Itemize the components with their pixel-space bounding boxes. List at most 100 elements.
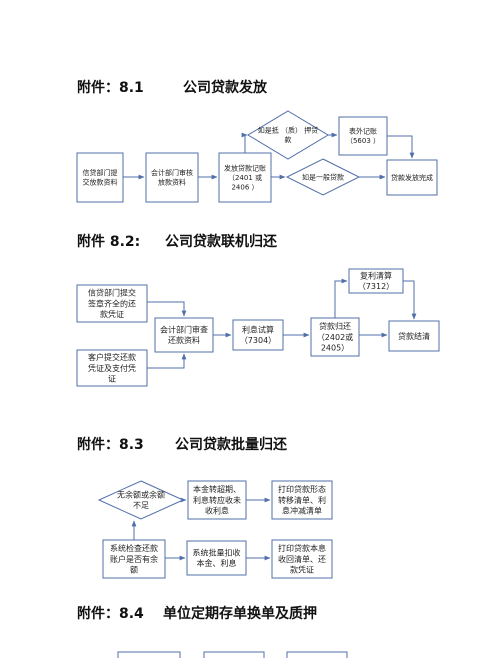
box-text-line: 额	[130, 565, 138, 575]
box-text-line: 贷款归还	[319, 321, 351, 331]
box-text-line: 利息试算	[242, 324, 274, 334]
box-text-line: 本金、利息	[197, 558, 237, 568]
box-shape	[388, 320, 440, 352]
box-text-line: （7312）	[358, 282, 394, 291]
box-text-line: 贷款结清	[398, 331, 430, 341]
box-text-line: 系统批量扣收	[193, 547, 241, 557]
flow-box-1-n6: 复利清算 （7312）	[348, 268, 404, 294]
box-shape	[76, 284, 148, 323]
box-text-line: 账户是否有余	[110, 554, 158, 564]
box-text-line: 复利清算	[360, 270, 392, 280]
box-shape	[271, 480, 333, 520]
section-title: 公司贷款联机归还	[165, 234, 277, 250]
section-heading-8-3: 附件：8.3 公司贷款批量归还	[77, 434, 287, 454]
box-text-line: （7304）	[240, 336, 276, 345]
box-text-line: 收回清单、还	[278, 554, 326, 564]
box-text-line: 系统检查还款	[110, 543, 158, 553]
decision-shape	[97, 480, 185, 520]
box-shape	[187, 480, 247, 520]
partial-box	[203, 651, 265, 658]
box-text-line: 表外记账	[349, 127, 377, 136]
box-text-line: 2405）	[321, 344, 349, 353]
box-text-line: （5603 ）	[346, 137, 380, 145]
flow-box-0-n5: 贷款发放完成	[386, 159, 438, 196]
box-text-line: 款凭证	[100, 309, 124, 319]
box-text-line: 发放贷款记账	[224, 164, 266, 173]
section-title: 公司贷款发放	[183, 80, 267, 96]
box-text-line: 凭证及支付凭	[88, 363, 136, 373]
box-text-line: 签章齐全的还	[88, 298, 136, 308]
decision-text-line: 如是抵 （质） 押贷	[258, 126, 318, 135]
box-shape	[348, 268, 404, 294]
box-text-line: 打印贷款本息	[278, 543, 326, 553]
flow-arrow	[403, 280, 417, 320]
box-text-line: 会计部门审查	[160, 324, 208, 334]
section-title: 单位定期存单换单及质押	[163, 606, 317, 622]
box-shape	[232, 319, 284, 351]
decision-text-line: 无余额或余额	[117, 489, 165, 499]
box-text-line: 2406 ）	[231, 183, 258, 191]
box-shape	[145, 152, 199, 203]
box-text-line: 收利息	[205, 506, 229, 516]
box-text-line: 息冲减清单	[282, 506, 322, 516]
decision-text-line: 如是一般贷款	[302, 172, 344, 181]
box-text-line: 利息转应收未	[193, 495, 241, 505]
section-label: 附件 8.2:	[77, 234, 141, 250]
box-shape	[117, 651, 181, 658]
section-heading-8-1: 附件：8.1 公司贷款发放	[77, 77, 267, 97]
flow-arrow	[147, 301, 187, 317]
box-text-line: 信贷部门提交	[88, 288, 136, 298]
box-shape	[218, 152, 272, 203]
box-shape	[102, 539, 166, 579]
flow-box-3-n1: 客户提交	[117, 651, 181, 658]
box-shape	[338, 116, 388, 156]
flow-box-0-n4: 表外记账（5603 ）	[338, 116, 388, 156]
box-shape	[310, 317, 360, 357]
box-shape	[386, 159, 438, 196]
flow-arrow	[147, 353, 187, 369]
box-text-line: （2402或	[317, 332, 353, 342]
box-text-line: 证	[108, 375, 116, 384]
box-shape	[271, 539, 333, 579]
box-text-line: 交放款资料	[83, 178, 118, 187]
section-heading-8-2: 附件 8.2: 公司贷款联机归还	[77, 231, 277, 251]
flow-decision-0-d2: 如是一般贷款	[285, 158, 361, 196]
box-text-line: （2401 或	[228, 173, 262, 182]
box-shape	[76, 349, 148, 387]
flow-arrow	[241, 132, 248, 153]
decision-text-line: 不足	[133, 501, 149, 510]
section-title: 公司贷款批量归还	[175, 437, 287, 453]
box-text-line: 客户提交还款	[88, 352, 136, 362]
box-text-line: 本金转超期、	[193, 484, 241, 494]
decision-shape	[247, 110, 329, 160]
box-text-line: 还款资料	[168, 335, 200, 345]
section-label: 附件：8.3	[77, 437, 144, 453]
box-text-line: 贷款发放完成	[391, 173, 433, 182]
box-shape	[154, 317, 214, 353]
flow-arrow	[387, 135, 415, 159]
box-text-line: 款凭证	[290, 565, 314, 575]
flow-decision-0-d1: 如是抵 （质） 押贷款	[247, 110, 329, 160]
flow-box-1-n4: 利息试算 （7304）	[232, 319, 284, 351]
box-text-line: 会计部门审核	[151, 168, 193, 177]
box-text-line: 打印贷款形态	[278, 484, 326, 494]
decision-text-line: 款	[285, 135, 292, 144]
flow-arrow	[334, 278, 348, 318]
flow-box-1-n5: 贷款归还（2402或 2405）	[310, 317, 360, 357]
partial-box	[286, 651, 348, 658]
box-shape	[76, 152, 124, 203]
section-heading-8-4: 附件：8.4 单位定期存单换单及质押	[77, 603, 317, 623]
box-text-line: 放款资料	[158, 178, 186, 187]
